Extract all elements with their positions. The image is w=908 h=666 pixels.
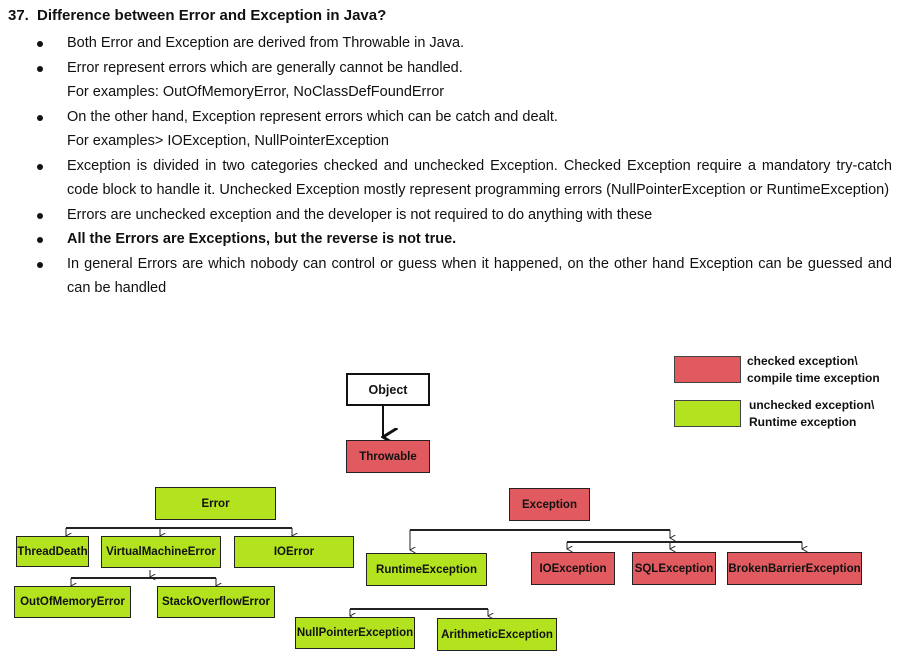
bullet-dot	[37, 65, 43, 72]
bullet-text: On the other hand, Exception represent e…	[67, 108, 558, 125]
question-number: 37.	[8, 7, 29, 24]
legend-checked-label: checked exception\ compile time exceptio…	[747, 353, 880, 387]
bullet-item: All the Errors are Exceptions, but the r…	[0, 227, 908, 252]
runtime-children-connector	[350, 608, 488, 616]
bullet-text: Errors are unchecked exception and the d…	[67, 206, 653, 223]
node-null-pointer-exception: NullPointerException	[295, 617, 415, 649]
bullet-item: Error represent errors which are general…	[0, 56, 908, 105]
legend-unchecked-label: unchecked exception\ Runtime exception	[749, 397, 874, 431]
node-thread-death: ThreadDeath	[16, 536, 89, 567]
bullet-dot	[37, 163, 43, 170]
bullet-dot	[37, 212, 43, 219]
legend-checked-line2: compile time exception	[747, 371, 880, 385]
bullet-text: Exception is divided in two categories c…	[67, 157, 892, 199]
node-object: Object	[346, 373, 430, 406]
vm-error-children-connector	[71, 570, 216, 586]
node-broken-barrier-exception: BrokenBarrierException	[727, 552, 862, 585]
bullet-example: For examples: OutOfMemoryError, NoClassD…	[67, 84, 445, 100]
bullet-text: In general Errors are which nobody can c…	[67, 255, 892, 297]
node-sql-exception: SQLException	[632, 552, 716, 585]
bullet-text: All the Errors are Exceptions, but the r…	[67, 231, 457, 247]
bullet-item: Both Error and Exception are derived fro…	[0, 31, 908, 56]
node-arithmetic-exception: ArithmeticException	[437, 618, 557, 651]
legend-unchecked-line1: unchecked exception\	[749, 398, 875, 412]
bullet-dot	[37, 114, 43, 121]
bullet-item: Errors are unchecked exception and the d…	[0, 203, 908, 228]
bullet-list: Both Error and Exception are derived fro…	[0, 31, 908, 301]
bullet-text: Both Error and Exception are derived fro…	[67, 35, 465, 51]
bullet-example: For examples> IOException, NullPointerEx…	[67, 133, 389, 149]
node-virtual-machine-error: VirtualMachineError	[101, 536, 221, 568]
bullet-item: Exception is divided in two categories c…	[0, 154, 908, 203]
legend-checked-line1: checked exception\	[747, 354, 858, 368]
legend-unchecked-line2: Runtime exception	[749, 415, 857, 429]
node-io-error: IOError	[234, 536, 354, 568]
node-exception: Exception	[509, 488, 590, 521]
node-out-of-memory-error: OutOfMemoryError	[14, 586, 131, 618]
node-runtime-exception: RuntimeException	[366, 553, 487, 586]
question-title: Difference between Error and Exception i…	[37, 7, 387, 24]
bullet-item: On the other hand, Exception represent e…	[0, 105, 908, 154]
error-children-connector	[66, 527, 292, 536]
node-io-exception: IOException	[531, 552, 615, 585]
legend-checked-swatch	[674, 356, 741, 383]
checked-children-connector	[567, 541, 802, 549]
legend-unchecked-swatch	[674, 400, 741, 427]
bullet-dot	[37, 261, 43, 268]
bullet-dot	[37, 237, 43, 243]
bullet-dot	[37, 41, 43, 47]
exception-children-connector	[410, 529, 670, 550]
node-stack-overflow-error: StackOverflowError	[157, 586, 275, 618]
node-throwable: Throwable	[346, 440, 430, 473]
bullet-text: Error represent errors which are general…	[67, 59, 463, 76]
node-error: Error	[155, 487, 276, 520]
bullet-item: In general Errors are which nobody can c…	[0, 252, 908, 301]
